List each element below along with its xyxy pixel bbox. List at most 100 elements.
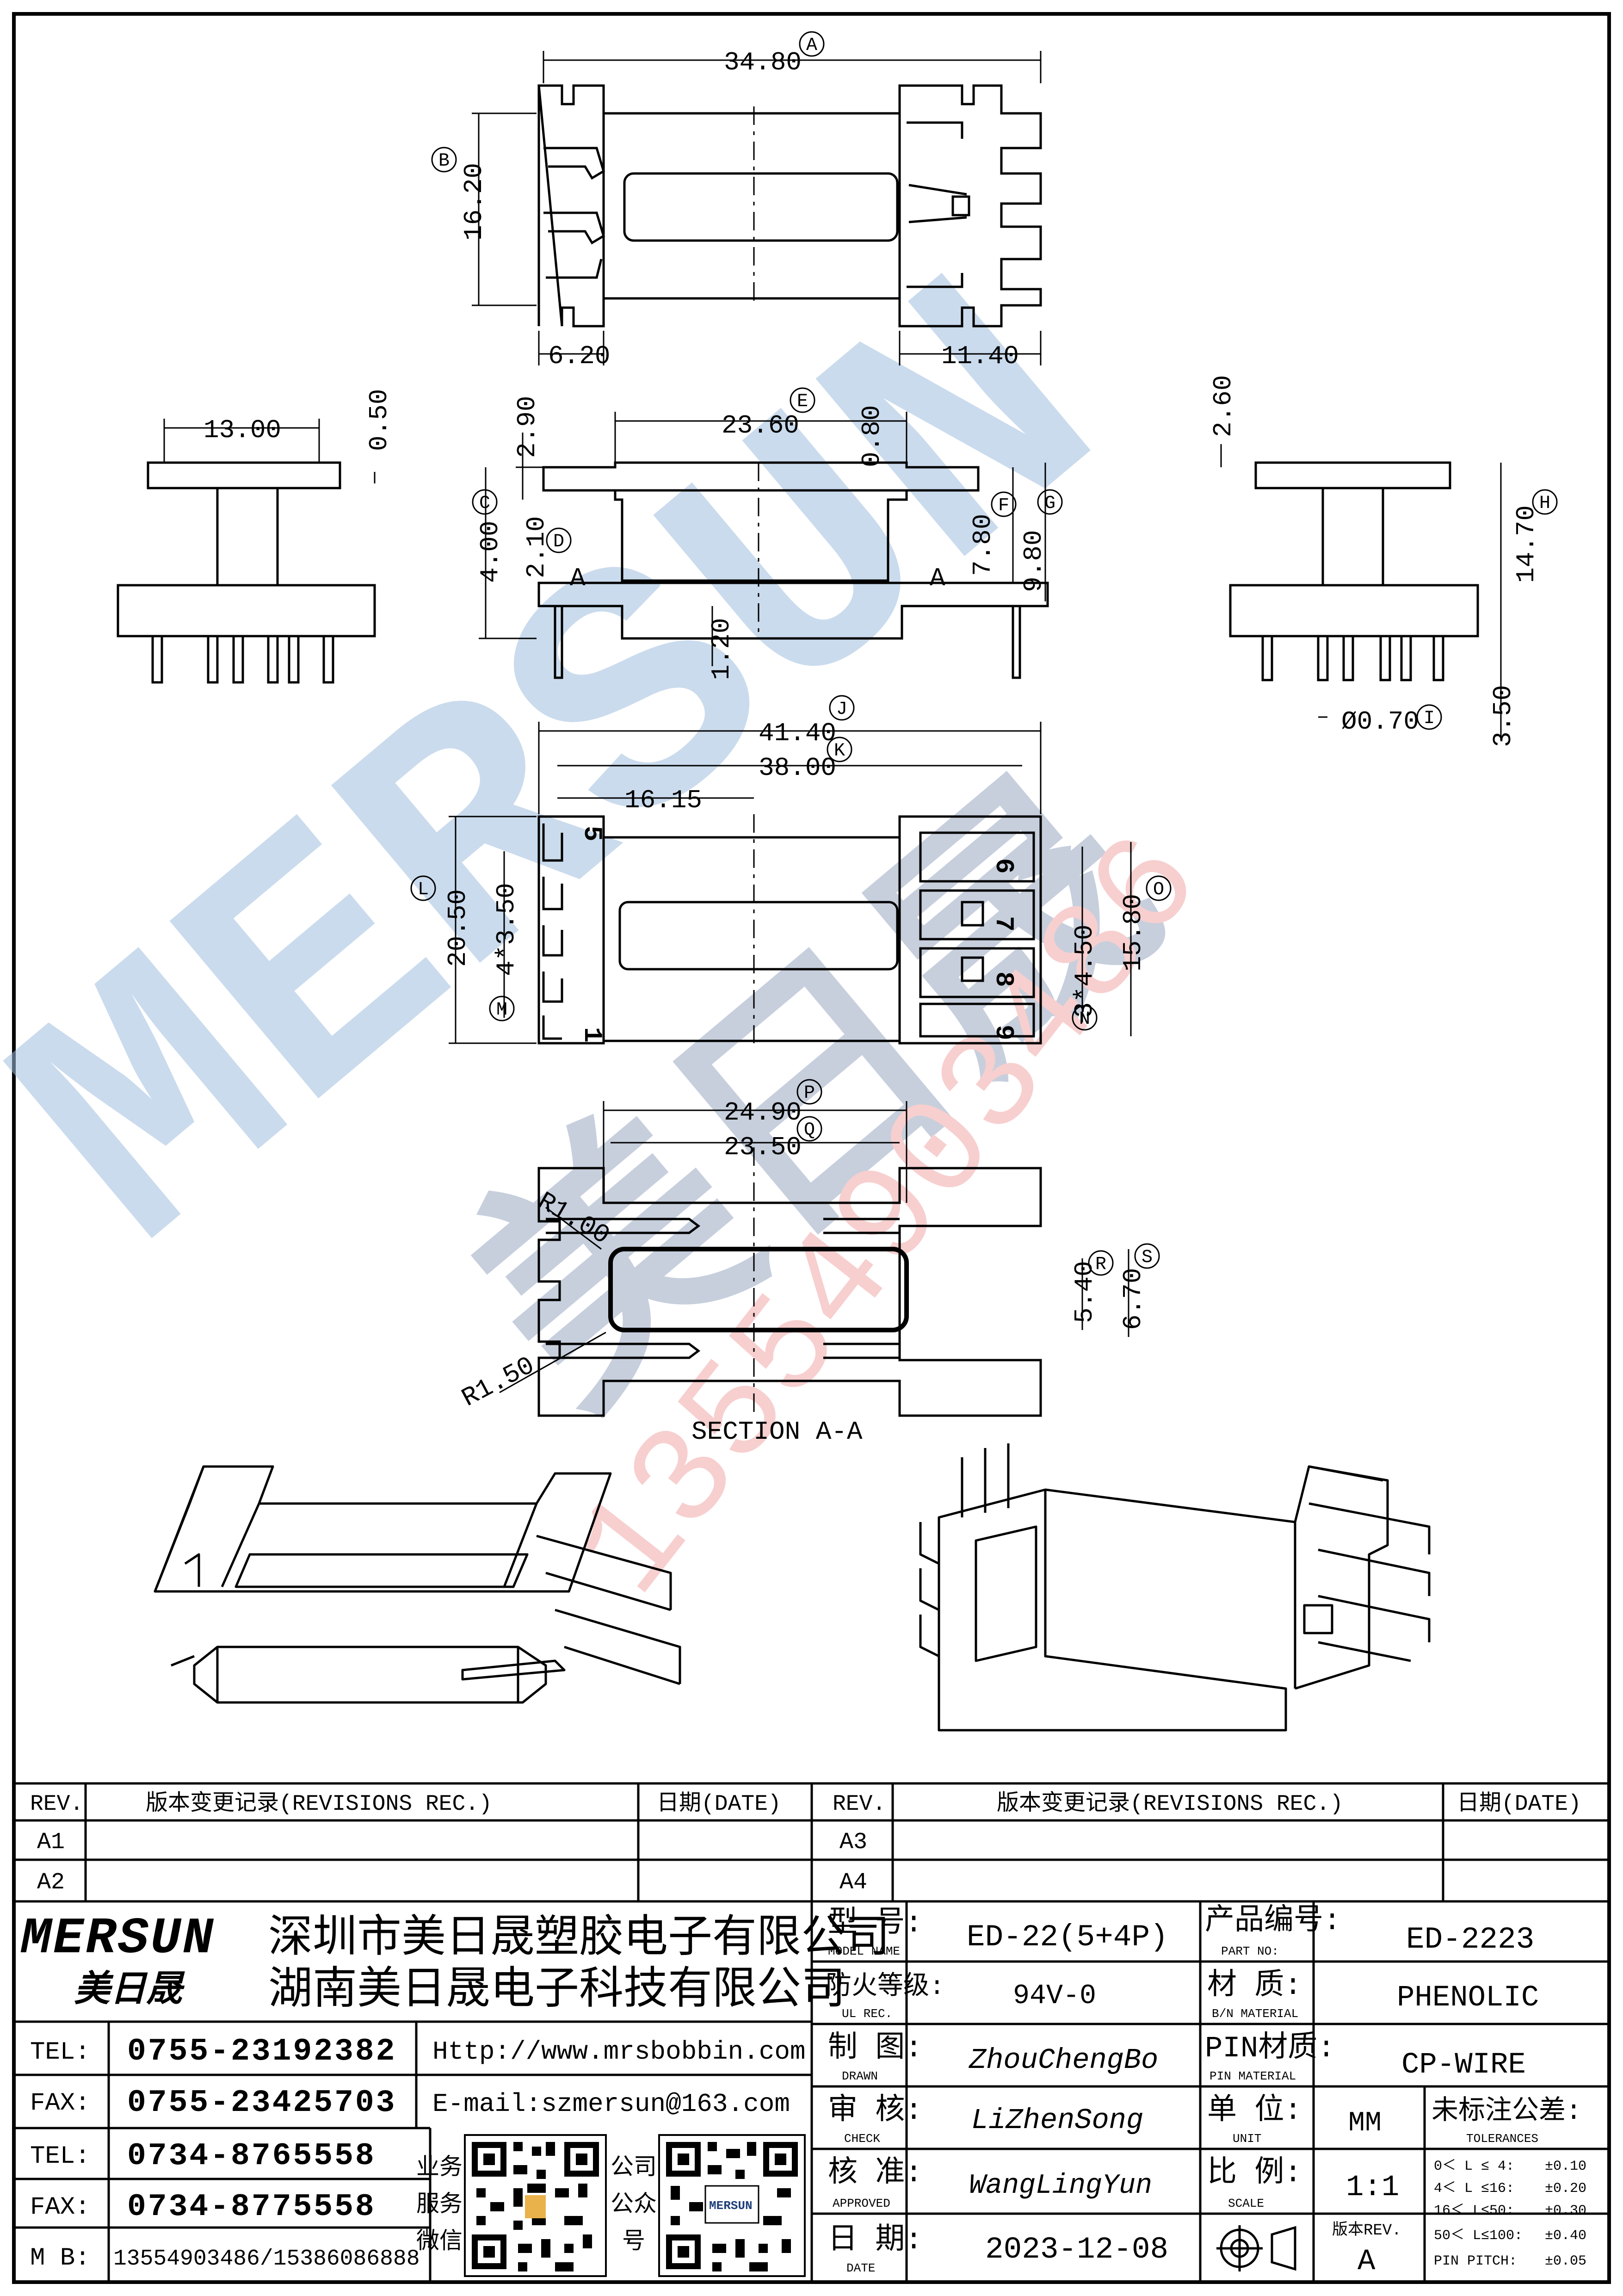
dim-2-10: 2.10	[522, 516, 551, 578]
ul-sub: UL REC.	[842, 2007, 892, 2021]
rev-rec-header-left: 版本变更记录(REVISIONS REC.)	[146, 1791, 492, 1817]
approved-value: WangLingYun	[969, 2170, 1152, 2202]
unit-value: MM	[1348, 2108, 1382, 2139]
dim-0-80: 0.80	[857, 405, 887, 467]
marker-k: K	[834, 741, 845, 761]
company-logo-cn: 美日晟	[74, 1969, 185, 2012]
marker-a: A	[806, 35, 817, 56]
contact-label-3: TEL:	[30, 2142, 90, 2171]
marker-p: P	[804, 1083, 815, 1104]
company-logo: MERSUN	[20, 1910, 215, 1968]
pin-label-1: 1	[577, 1027, 607, 1043]
check-value: LiZhenSong	[971, 2104, 1143, 2137]
ver-label: 版本REV.	[1332, 2221, 1401, 2240]
dim-5-40: 5.40	[1070, 1261, 1099, 1323]
dim-38-00: 38.00	[759, 753, 836, 783]
bottom-view-dims	[449, 722, 1132, 1044]
contact-value-1: 0755-23192382	[127, 2034, 397, 2069]
front-view-dims	[479, 412, 1046, 666]
tol-label: 未标注公差:	[1432, 2096, 1582, 2127]
approved-label: 核 准:	[828, 2156, 923, 2191]
ul-label: 防火等级:	[826, 1972, 945, 2002]
part-value: ED-2223	[1406, 1922, 1534, 1957]
dim-16-15: 16.15	[624, 786, 702, 815]
dim-20-50: 20.50	[443, 889, 473, 967]
pin-label-5: 5	[577, 826, 607, 842]
unit-label: 单 位:	[1207, 2093, 1302, 2128]
tol-val-1: ±0.10	[1545, 2159, 1586, 2174]
title-block-grid	[14, 1782, 1609, 2282]
marker-j: J	[836, 699, 847, 720]
company-website: Http://www.mrsbobbin.com	[432, 2037, 806, 2067]
dim-16-20: 16.20	[459, 163, 489, 241]
model-label: 型 号:	[828, 1906, 923, 1941]
marker-h: H	[1539, 493, 1550, 514]
qr2-caption-line1: 公司	[611, 2155, 657, 2182]
check-label: 审 核:	[828, 2093, 923, 2128]
tolerance-table: 0＜ L ≤ 4: ±0.10 4＜ L ≤16: ±0.20 16＜ L≤50…	[1434, 2159, 1586, 2269]
contact-label-2: FAX:	[30, 2089, 90, 2117]
model-value: ED-22(5+4P)	[967, 1920, 1168, 1955]
drawn-value: ZhouChengBo	[969, 2044, 1158, 2077]
marker-c: C	[479, 493, 490, 514]
company-email: E-mail:szmersun@163.com	[432, 2089, 790, 2119]
dim-14-70: 14.70	[1512, 505, 1541, 583]
contact-label-4: FAX:	[30, 2193, 90, 2222]
check-sub: CHECK	[844, 2132, 880, 2146]
material-label: 材 质:	[1207, 1969, 1302, 2003]
dim-24-90: 24.90	[724, 1098, 802, 1127]
marker-g: G	[1044, 493, 1055, 514]
tol-sub: TOLERANCES	[1466, 2132, 1538, 2146]
marker-f: F	[998, 495, 1009, 516]
rev-date-header-right: 日期(DATE)	[1457, 1791, 1581, 1817]
qr-caption-2: 公司 公众 号	[611, 2155, 657, 2256]
dim-markers	[410, 31, 1558, 1276]
company-name-2: 湖南美日晟电子科技有限公司	[268, 1966, 845, 2017]
qr2-logo: MERSUN	[709, 2199, 753, 2213]
rev-row-a3: A3	[839, 1829, 867, 1856]
part-sub: PART NO:	[1221, 1944, 1279, 1958]
date-value: 2023-12-08	[985, 2232, 1168, 2267]
unit-sub: UNIT	[1233, 2132, 1261, 2146]
qr1-caption-line2: 服务	[416, 2191, 463, 2219]
scale-sub: SCALE	[1228, 2197, 1264, 2210]
dim-marker-letters: A B E C D F G H I J K L M O N P Q R S	[418, 35, 1550, 1275]
tol-range-1: 0＜ L ≤ 4:	[1434, 2159, 1514, 2174]
section-view	[537, 1147, 1042, 1417]
dim-23-50: 23.50	[724, 1133, 802, 1162]
dim-13-00: 13.00	[204, 415, 281, 445]
marker-o: O	[1153, 879, 1164, 900]
dim-3-50: 3.50	[1488, 685, 1518, 747]
marker-n: N	[1079, 1009, 1090, 1030]
model-sub: MODEL NAME	[828, 1944, 900, 1958]
marker-l: L	[418, 879, 429, 900]
contact-value-2: 0755-23425703	[127, 2085, 397, 2121]
dim-1-20: 1.20	[707, 618, 736, 680]
marker-q: Q	[804, 1120, 815, 1141]
right-side-view	[1229, 461, 1479, 681]
rev-row-a2: A2	[37, 1869, 65, 1896]
top-view-dims	[472, 51, 1042, 365]
rev-rec-header-right: 版本变更记录(REVISIONS REC.)	[997, 1791, 1343, 1817]
part-label: 产品编号:	[1205, 1904, 1341, 1938]
qr2-caption-line3: 号	[622, 2229, 645, 2256]
dim-pin-dia: Ø0.70	[1341, 707, 1419, 736]
iso-view-right	[919, 1443, 1431, 1732]
ul-value: 94V-0	[1013, 1980, 1096, 2012]
rev-header-right: REV.	[833, 1792, 886, 1817]
dim-2-60: 2.60	[1209, 375, 1238, 437]
marker-r: R	[1095, 1254, 1106, 1275]
front-view	[537, 461, 1049, 679]
tol-val-5: ±0.05	[1545, 2253, 1586, 2269]
section-mark-left: A	[570, 563, 586, 593]
section-mark-right: A	[930, 563, 945, 593]
qr2-caption-line2: 公众	[611, 2191, 657, 2219]
scale-value: 1:1	[1346, 2171, 1399, 2204]
rev-row-a1: A1	[37, 1829, 65, 1856]
tol-range-3: 16＜ L≤50:	[1434, 2203, 1514, 2219]
dim-11-40: 11.40	[941, 341, 1019, 371]
dim-7-80: 7.80	[968, 514, 998, 576]
qr-code-1	[464, 2134, 607, 2277]
tol-range-2: 4＜ L ≤16:	[1434, 2181, 1514, 2197]
